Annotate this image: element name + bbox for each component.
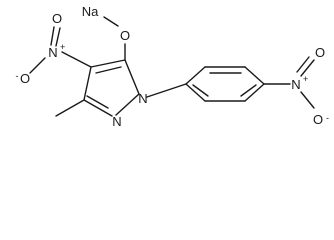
bond-c4-nitro-n (61, 51, 92, 68)
bond-nitro-n-o-top (50, 26, 55, 46)
bond-c3-c4 (83, 66, 92, 101)
atom-nitro-left-oxygen-minus: O (20, 71, 30, 86)
bond-c4-c5 (90, 59, 126, 68)
bond-na-o (103, 16, 119, 27)
atom-nitro-left-nitrogen: N (48, 45, 57, 60)
charge-nitro-left-minus: - (16, 71, 19, 81)
bond-n1-n2 (115, 93, 140, 116)
bond-ph-4-5 (244, 83, 265, 102)
bond-n2-c3-double (86, 95, 109, 109)
bond-c3-methyl (55, 99, 85, 117)
bond-c5-n1 (124, 59, 140, 95)
atom-nitro-right-oxygen-minus: O (313, 112, 323, 127)
bond-ph-inner-b (240, 84, 257, 97)
bond-nitro2-n-o-top-double (296, 56, 310, 73)
bond-nitro-n-o-top-double (55, 27, 61, 47)
bond-c4-c5-double (95, 66, 122, 74)
bond-ph-inner-c (192, 84, 209, 97)
bond-ph-6-1 (185, 83, 206, 102)
charge-nitro-right-plus: + (303, 74, 308, 84)
bond-nitro2-n-o-minus (300, 91, 315, 109)
atom-sodium: Na (82, 4, 99, 19)
bond-n1-phenyl (146, 83, 187, 98)
charge-nitro-left-plus: + (60, 42, 65, 52)
atom-oxygen-link: O (120, 28, 130, 43)
chemical-structure-diagram: Na O N + O O - N N N + O O - (16, 4, 330, 129)
bond-n2-c3 (83, 99, 113, 117)
bond-nitro-n-o-minus (29, 57, 46, 74)
bond-nitro2-n-o-top (300, 59, 315, 77)
atom-nitro-right-nitrogen: N (291, 77, 300, 92)
charge-nitro-right-minus: - (326, 113, 329, 123)
bond-ph-3-4 (244, 66, 265, 85)
atom-nitro-right-oxygen-top: O (315, 45, 325, 60)
bond-ph-1-2 (185, 66, 206, 85)
atom-ring-n1: N (138, 91, 147, 106)
atom-nitro-left-oxygen-top: O (52, 11, 62, 26)
atom-ring-n2: N (112, 114, 121, 129)
